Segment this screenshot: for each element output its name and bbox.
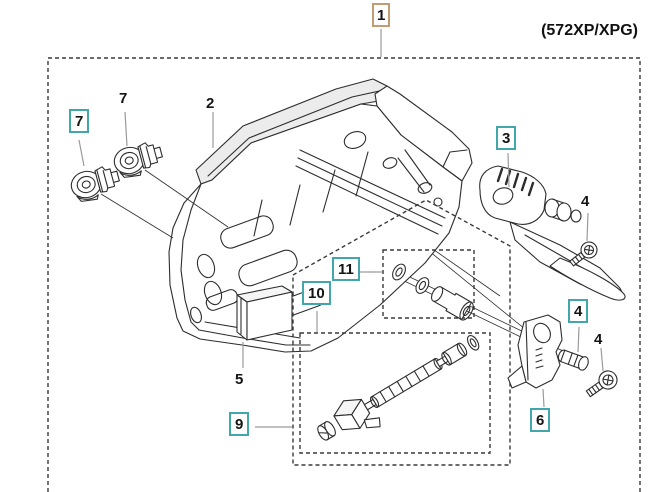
- part-4-screw-bottom-drawing: [585, 370, 618, 398]
- assembly-11-dashed-box: [382, 249, 475, 319]
- model-variant-label: (572XP/XPG): [541, 22, 638, 39]
- part-5-buffer-block-drawing: [236, 285, 293, 341]
- callout-6[interactable]: 6: [530, 408, 551, 432]
- assembly-10-dashed-box: [299, 332, 491, 454]
- callout-10[interactable]: 10: [302, 281, 331, 305]
- part-10-tensioner-screw-drawing: [317, 334, 480, 441]
- damper-assembly-lines: [100, 169, 229, 239]
- callout-4-middle[interactable]: 4: [568, 299, 589, 323]
- callout-11[interactable]: 11: [332, 257, 360, 281]
- figure-dashed-border: [47, 57, 641, 492]
- part-6-tensioner-bracket-drawing: [507, 314, 563, 389]
- callout-4-top: 4: [581, 193, 590, 210]
- callout-5: 5: [235, 371, 244, 388]
- callout-2: 2: [206, 95, 215, 112]
- callout-3[interactable]: 3: [496, 126, 517, 150]
- part-7-vibration-damper-right-drawing: [113, 142, 163, 178]
- part-4-pin-middle-drawing: [557, 349, 589, 371]
- callout-7-right: 7: [119, 90, 128, 107]
- part-11-washers-sleeve-drawing: [392, 263, 474, 321]
- callout-1[interactable]: 1: [372, 3, 391, 27]
- callout-leader-lines: [78, 29, 604, 428]
- callout-7-left[interactable]: 7: [69, 109, 90, 133]
- callout-9[interactable]: 9: [229, 412, 250, 436]
- part-3-tensioner-body-drawing: [479, 165, 626, 301]
- part-2-crankcase-housing-drawing: [168, 78, 473, 353]
- part-7-vibration-damper-left-drawing: [70, 166, 120, 202]
- part-4-screw-top-drawing: [569, 241, 598, 267]
- assembly-9-dashed-boundary: [292, 199, 511, 466]
- callout-4-bottom: 4: [594, 331, 603, 348]
